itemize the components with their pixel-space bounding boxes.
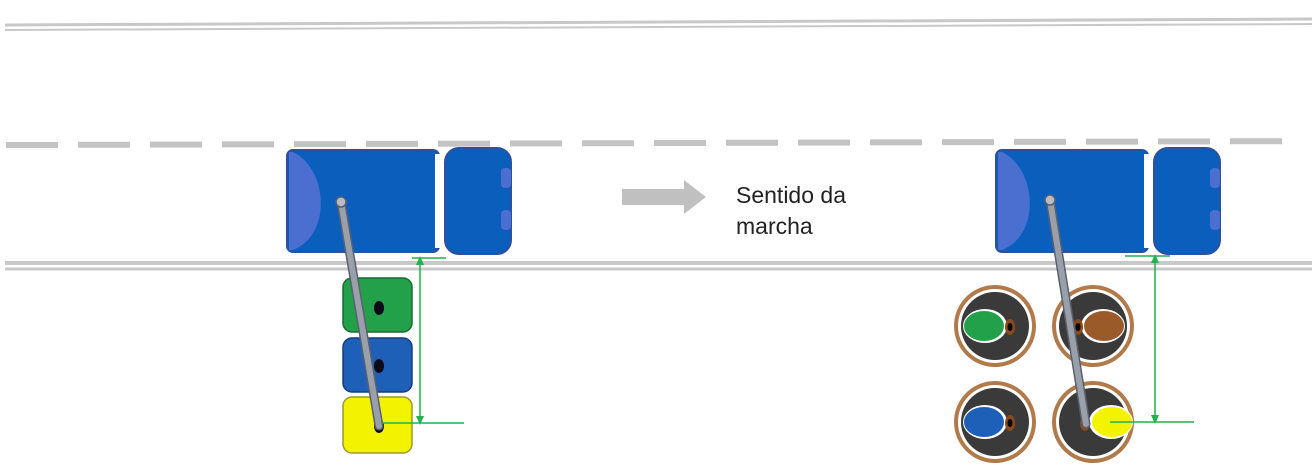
lane-dash (1086, 138, 1138, 145)
direction-label-line1: Sentido da (736, 182, 846, 208)
lane-dash (294, 141, 346, 148)
lane-dash (726, 139, 778, 146)
road-bottom-edge (5, 261, 1312, 271)
lane-dash (654, 139, 706, 146)
left-dimension-line (381, 256, 464, 425)
right-drums-group (954, 285, 1134, 463)
truck-cab (1153, 147, 1221, 255)
lane-center-dashed-line (6, 138, 1282, 148)
mirror-icon (1210, 210, 1220, 230)
lane-dash (78, 141, 130, 148)
lane-dash (1230, 138, 1282, 145)
lane-dash (6, 142, 58, 148)
direction-of-travel-label: Sentido da marcha (736, 180, 846, 242)
lane-dash (438, 140, 490, 147)
mirror-icon (501, 168, 511, 188)
direction-label-line2: marcha (736, 213, 813, 239)
left-boom-arm (335, 196, 384, 431)
lane-dash (366, 140, 418, 147)
lane-dash (222, 141, 274, 148)
right-boom-arm (1044, 194, 1091, 429)
right-dimension-line (1110, 254, 1194, 424)
bin-blue (342, 337, 413, 393)
truck-rear-panel (998, 152, 1030, 250)
direction-arrow-icon (622, 180, 706, 214)
mirror-icon (501, 210, 511, 230)
lane-dash (942, 139, 994, 146)
truck-cab (444, 147, 512, 255)
lane-dash (870, 139, 922, 146)
mirror-icon (1210, 168, 1220, 188)
lane-dash (1158, 138, 1210, 145)
right-truck (995, 147, 1221, 255)
lane-dash (150, 141, 202, 148)
truck-rear-panel (289, 152, 321, 250)
left-truck (286, 147, 512, 255)
lane-dash (1014, 138, 1066, 145)
road-top-edge (4, 17, 1313, 31)
lane-dash (582, 140, 634, 147)
drum-blue (954, 381, 1036, 463)
drum-green (954, 285, 1036, 367)
lane-dash (798, 139, 850, 146)
lane-dash (510, 140, 562, 147)
